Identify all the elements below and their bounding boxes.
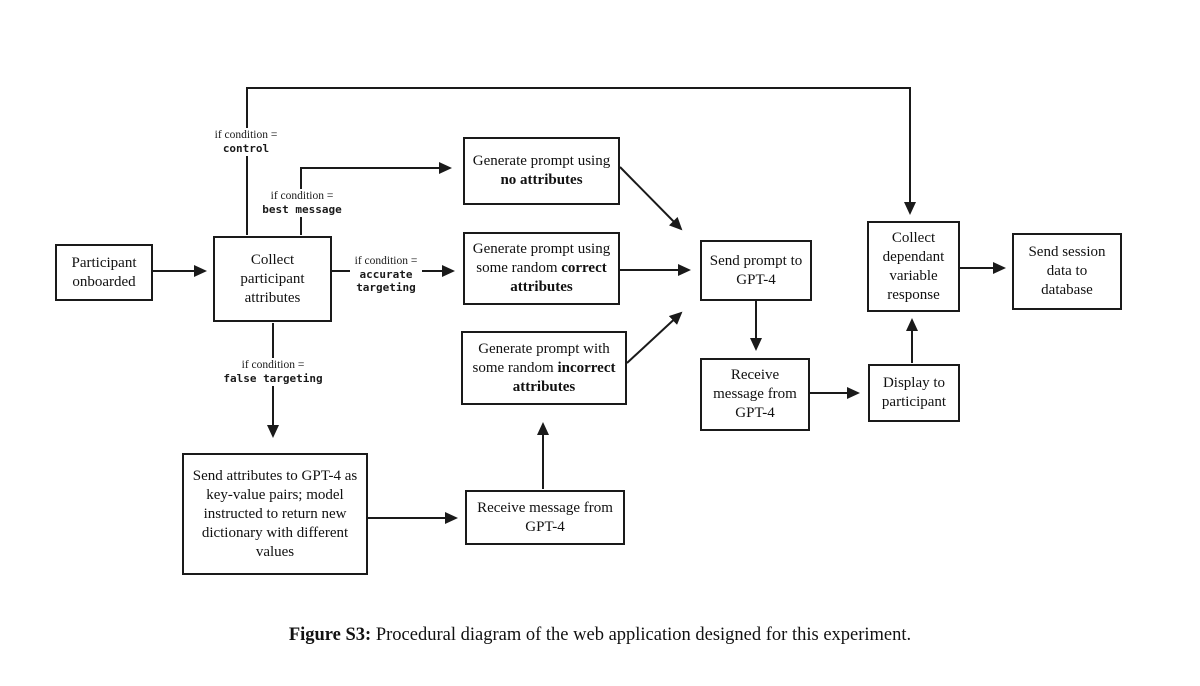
condition-prefix: if condition = [354,255,418,267]
node-label: Send attributes to GPT-4 as key-value pa… [192,467,358,560]
node-receive-message-mid: Receive message from GPT-4 [700,358,810,431]
condition-label-control: if condition = control [198,128,294,156]
node-label: Send prompt to GPT-4 [709,252,803,288]
condition-value: control [222,142,270,155]
node-display-to-participant: Display to participant [868,364,960,422]
condition-prefix: if condition = [270,190,334,202]
node-label: Generate prompt using no attributes [472,153,611,188]
figure-caption-text: Procedural diagram of the web applicatio… [375,625,912,645]
condition-label-accurate-targeting: if condition = accurate targeting [350,254,422,295]
node-label: Receive message from GPT-4 [713,367,797,421]
node-receive-message-bottom: Receive message from GPT-4 [465,490,625,545]
condition-label-false-targeting: if condition = false targeting [218,358,328,386]
node-label: Collect participant attributes [240,251,305,306]
node-generate-prompt-no-attributes: Generate prompt using no attributes [463,137,620,205]
node-label: Send session data to database [1028,244,1106,298]
node-label: Participant onboarded [71,254,137,290]
arrow-gen-no-attr-to-send-prompt [619,166,683,231]
node-label: Generate prompt with some random incorre… [472,340,616,395]
node-send-session-data: Send session data to database [1012,233,1122,310]
node-send-attributes-gpt4: Send attributes to GPT-4 as key-value pa… [182,453,368,575]
condition-value: accurate targeting [356,268,416,294]
node-label: Collect dependant variable response [882,229,945,303]
condition-prefix: if condition = [241,359,305,371]
arrow-control-to-collect-dependant [246,87,916,235]
node-label: Display to participant [881,375,947,410]
condition-prefix: if condition = [214,129,278,141]
node-label: Receive message from GPT-4 [477,499,613,535]
node-label: Generate prompt using some random correc… [472,241,611,295]
node-generate-prompt-correct-attributes: Generate prompt using some random correc… [463,232,620,305]
condition-label-best-message: if condition = best message [252,189,352,217]
node-collect-attributes: Collect participant attributes [213,236,332,322]
figure-caption: Figure S3: Procedural diagram of the web… [0,622,1200,648]
node-collect-dependant-variable: Collect dependant variable response [867,221,960,312]
arrow-gen-incorrect-to-send-prompt [626,311,683,364]
node-participant-onboarded: Participant onboarded [55,244,153,301]
condition-value: best message [262,203,342,216]
figure-caption-label: Figure S3: [288,625,372,645]
node-generate-prompt-incorrect-attributes: Generate prompt with some random incorre… [461,331,627,405]
condition-value: false targeting [223,372,323,385]
node-send-prompt: Send prompt to GPT-4 [700,240,812,301]
